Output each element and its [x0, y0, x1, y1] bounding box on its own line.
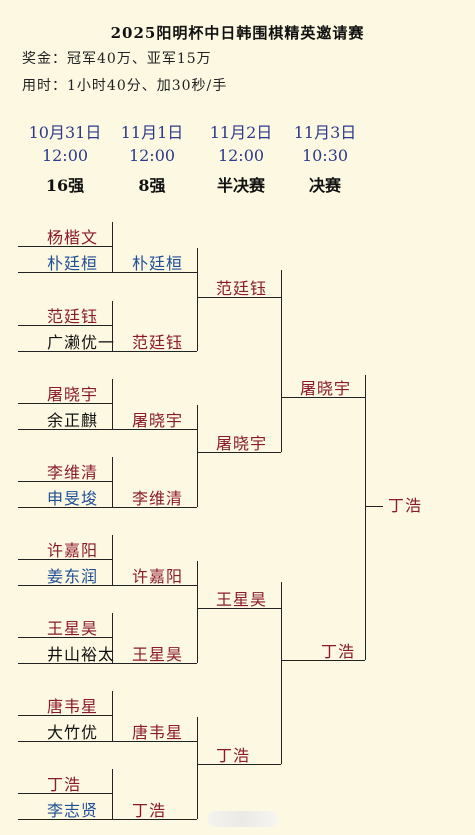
bracket-line: [197, 763, 281, 765]
round-date: 11月3日: [293, 123, 357, 142]
bracket-line: [111, 301, 113, 351]
player-name: 丁浩: [216, 746, 251, 765]
player-name: 屠晓宇: [300, 379, 352, 398]
bracket-line: [196, 405, 198, 507]
bracket-line: [111, 222, 113, 272]
bracket-line: [196, 717, 198, 819]
player-name: 丁浩: [47, 775, 82, 794]
bracket-line: [18, 636, 112, 638]
bracket-line: [18, 402, 112, 404]
bracket-line: [111, 535, 113, 585]
bracket-line: [18, 480, 112, 482]
player-name: 王星昊: [132, 645, 184, 664]
bracket-line: [280, 582, 282, 764]
player-name: 唐韦星: [47, 697, 99, 716]
round-name: 半决赛: [216, 176, 265, 195]
round-date: 11月2日: [209, 123, 273, 142]
player-name: 丁浩: [388, 496, 423, 515]
round-name: 决赛: [308, 176, 341, 195]
round-date: 10月31日: [28, 123, 102, 142]
bracket-line: [18, 428, 112, 430]
player-name: 屠晓宇: [216, 434, 268, 453]
bracket-line: [197, 451, 281, 453]
bracket-line: [111, 613, 113, 663]
bracket-line: [112, 271, 197, 273]
bracket-line: [364, 375, 366, 660]
watermark: [208, 811, 278, 827]
player-name: 王星昊: [216, 590, 268, 609]
round-time: 12:00: [41, 146, 89, 165]
bracket-line: [112, 818, 197, 820]
bracket-line: [112, 506, 197, 508]
bracket-line: [18, 324, 112, 326]
bracket-line: [18, 506, 112, 508]
time-control-info: 用时：1小时40分、加30秒/手: [22, 78, 228, 94]
bracket-line: [111, 379, 113, 429]
player-name: 广濑优一: [47, 333, 116, 352]
bracket-line: [18, 792, 112, 794]
player-name: 李维清: [132, 489, 184, 508]
player-name: 屠晓宇: [47, 385, 99, 404]
player-name: 范廷钰: [47, 307, 99, 326]
player-name: 朴廷桓: [47, 254, 99, 273]
player-name: 范廷钰: [216, 279, 268, 298]
bracket-line: [18, 714, 112, 716]
bracket-line: [196, 561, 198, 663]
player-name: 许嘉阳: [132, 567, 184, 586]
player-name: 王星昊: [47, 619, 99, 638]
prize-info: 奖金：冠军40万、亚军15万: [22, 51, 212, 67]
bracket-line: [281, 396, 365, 398]
player-name: 屠晓宇: [132, 411, 184, 430]
page-title: 2025阳明杯中日韩围棋精英邀请赛: [110, 24, 365, 42]
bracket-line: [18, 350, 112, 352]
bracket-line: [18, 271, 112, 273]
bracket-line: [111, 457, 113, 507]
round-time: 12:00: [217, 146, 265, 165]
bracket-line: [112, 662, 197, 664]
round-time: 12:00: [128, 146, 176, 165]
player-name: 大竹优: [47, 723, 99, 742]
bracket-line: [18, 558, 112, 560]
bracket-line: [197, 296, 281, 298]
bracket-line: [18, 740, 112, 742]
bracket-line: [111, 769, 113, 819]
player-name: 余正麒: [47, 411, 99, 430]
round-name: 16强: [45, 176, 85, 195]
bracket-line: [281, 659, 365, 661]
bracket-line: [111, 691, 113, 741]
bracket-line: [18, 245, 112, 247]
round-date: 11月1日: [120, 123, 184, 142]
player-name: 姜东润: [47, 567, 99, 586]
bracket-line: [112, 350, 197, 352]
player-name: 范廷钰: [132, 333, 184, 352]
player-name: 唐韦星: [132, 723, 184, 742]
player-name: 李维清: [47, 463, 99, 482]
player-name: 申旻埈: [47, 489, 99, 508]
round-name: 8强: [138, 176, 166, 195]
bracket-line: [112, 428, 197, 430]
player-name: 许嘉阳: [47, 541, 99, 560]
bracket-line: [280, 270, 282, 452]
bracket-line: [112, 740, 197, 742]
player-name: 李志贤: [47, 801, 99, 820]
bracket-line: [196, 248, 198, 351]
bracket-line: [18, 818, 112, 820]
bracket-line: [112, 584, 197, 586]
player-name: 井山裕太: [47, 645, 116, 664]
bracket-line: [18, 584, 112, 586]
round-time: 10:30: [301, 146, 349, 165]
player-name: 丁浩: [132, 801, 167, 820]
player-name: 朴廷桓: [132, 254, 184, 273]
bracket-line: [18, 662, 112, 664]
player-name: 丁浩: [321, 642, 356, 661]
bracket-line: [365, 505, 383, 507]
bracket-line: [197, 607, 281, 609]
player-name: 杨楷文: [47, 228, 99, 247]
